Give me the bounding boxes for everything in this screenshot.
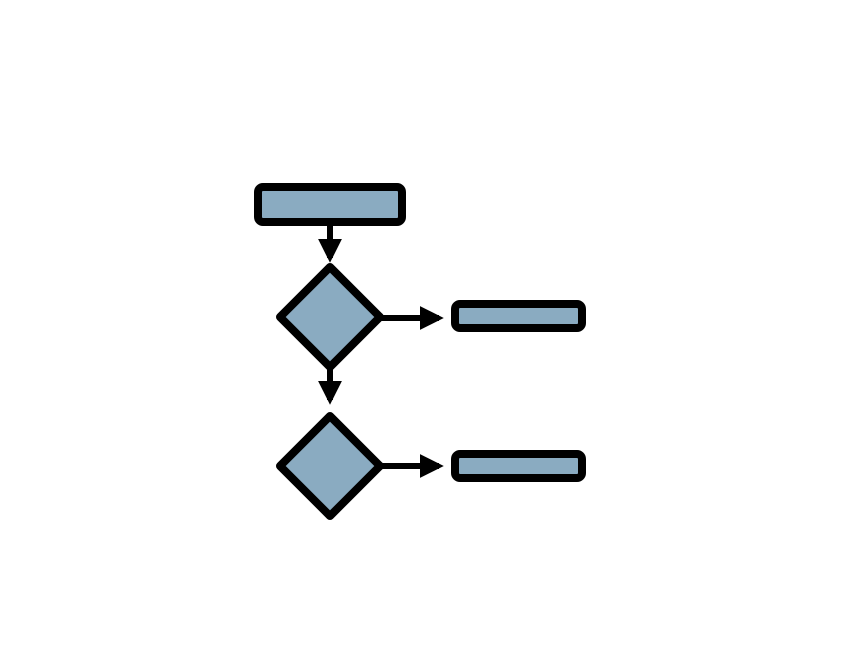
outcome-box-1: [451, 300, 586, 332]
start-box: [254, 183, 406, 226]
decision-diamond-1: [276, 263, 384, 371]
decision-diamond-2: [276, 412, 384, 520]
outcome-box-2: [451, 450, 586, 482]
